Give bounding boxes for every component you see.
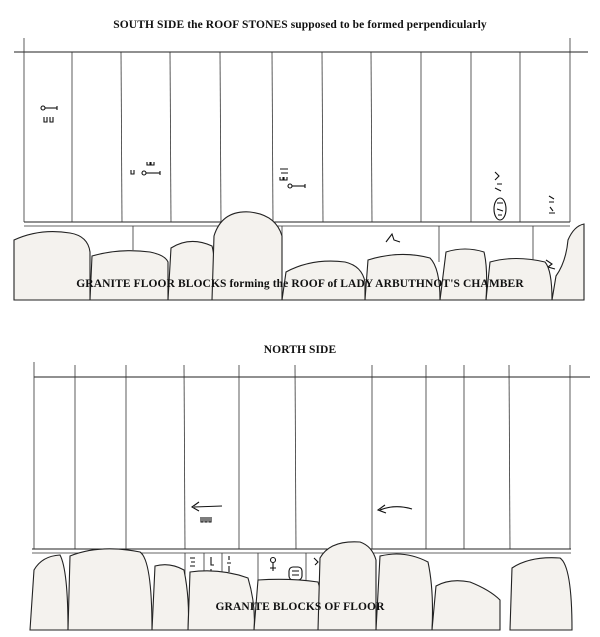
roof-stone-joint <box>169 51 172 223</box>
north-granite-blocks <box>29 541 573 631</box>
floor-mark-right <box>545 259 556 270</box>
granite-block <box>375 553 434 631</box>
roof-stone-joint <box>370 51 373 223</box>
roof-stone-joint <box>508 364 511 550</box>
roof-stone-joint <box>321 51 324 223</box>
roof-stone-joint <box>120 51 123 223</box>
south-side-wall <box>14 38 588 262</box>
granite-block <box>431 580 501 631</box>
masons-marks-north <box>190 501 413 581</box>
granite-block <box>364 253 441 301</box>
roof-stone-joint <box>219 51 222 223</box>
south-side-title: SOUTH SIDE the ROOF STONES supposed to b… <box>113 19 487 31</box>
granite-block <box>167 240 216 301</box>
granite-block <box>551 223 585 301</box>
quarry-mark-3 <box>279 168 306 189</box>
quarry-mark-2 <box>130 162 161 176</box>
granite-block <box>439 248 488 301</box>
granite-block <box>211 211 283 301</box>
granite-block <box>13 231 91 301</box>
roof-stone-joint <box>183 364 186 550</box>
north-side-wall <box>32 362 590 580</box>
north-floor-caption: GRANITE BLOCKS OF FLOOR <box>215 601 385 613</box>
masons-marks-south <box>40 105 556 270</box>
south-floor-caption: GRANITE FLOOR BLOCKS forming the ROOF of… <box>76 278 524 290</box>
granite-block <box>281 260 366 301</box>
quarry-mark-4 <box>548 195 555 214</box>
granite-block <box>29 554 69 631</box>
floor-mark-south <box>385 232 401 243</box>
granite-block <box>151 564 190 631</box>
roof-stone-joint <box>271 51 274 223</box>
north-side-title: NORTH SIDE <box>263 344 337 356</box>
roof-stone-joint <box>294 364 297 550</box>
south-granite-blocks <box>13 211 585 301</box>
cartouche-mark <box>493 171 507 221</box>
arrow-mark-right <box>376 504 413 514</box>
granite-block <box>509 557 573 631</box>
granite-block <box>89 250 169 301</box>
granite-block <box>67 548 153 631</box>
granite-block <box>317 541 377 631</box>
quarry-mark-1 <box>40 105 58 123</box>
granite-block <box>485 257 553 301</box>
arrow-mark-left <box>190 501 223 523</box>
